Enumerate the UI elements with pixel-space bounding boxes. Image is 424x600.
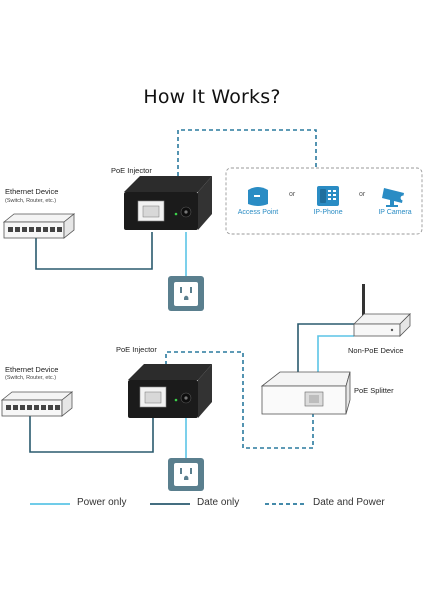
top-outlet-icon (168, 276, 204, 311)
access-point-icon (248, 187, 268, 206)
non-poe-device-icon (353, 284, 411, 337)
bottom-ethernet-device-sub: (Switch, Router, etc.) (5, 375, 57, 381)
bottom-data-power-line (165, 351, 314, 449)
top-ethernet-device-label: Ethernet Device (5, 187, 59, 196)
non-poe-device-label: Non-PoE Device (348, 346, 404, 355)
top-ethernet-device-sub: (Switch, Router, etc.) (5, 198, 57, 204)
top-poe-injector-label: PoE Injector (111, 166, 152, 175)
ip-phone-label: IP-Phone (313, 209, 343, 216)
poe-splitter-label: PoE Splitter (354, 386, 394, 395)
top-data-line (35, 232, 153, 270)
ip-camera-icon (382, 188, 406, 207)
ip-phone-icon (317, 186, 339, 206)
page-title: How It Works? (143, 86, 281, 108)
legend-label-date-only: Date only (197, 497, 240, 508)
bottom-data-line (29, 416, 154, 453)
legend-label-date-and-power: Date and Power (313, 497, 385, 508)
bottom-switch-icon (0, 391, 74, 417)
splitter-data-line (297, 323, 354, 372)
top-poe-injector-icon (124, 176, 212, 230)
poe-splitter-icon (260, 371, 351, 415)
top-data-power-line (177, 129, 317, 176)
top-switch-icon (2, 213, 76, 239)
ip-camera-label: IP Camera (378, 209, 412, 216)
bottom-poe-injector-label: PoE Injector (116, 345, 157, 354)
bottom-poe-injector-icon (128, 364, 212, 418)
access-point-label: Access Point (237, 209, 279, 216)
splitter-power-line (317, 335, 354, 372)
bottom-ethernet-device-label: Ethernet Device (5, 365, 59, 374)
top-devices-box (225, 167, 423, 235)
or-label-1: or (289, 191, 296, 198)
or-label-2: or (359, 191, 366, 198)
bottom-outlet-icon (168, 458, 204, 491)
legend-label-power-only: Power only (77, 497, 127, 508)
